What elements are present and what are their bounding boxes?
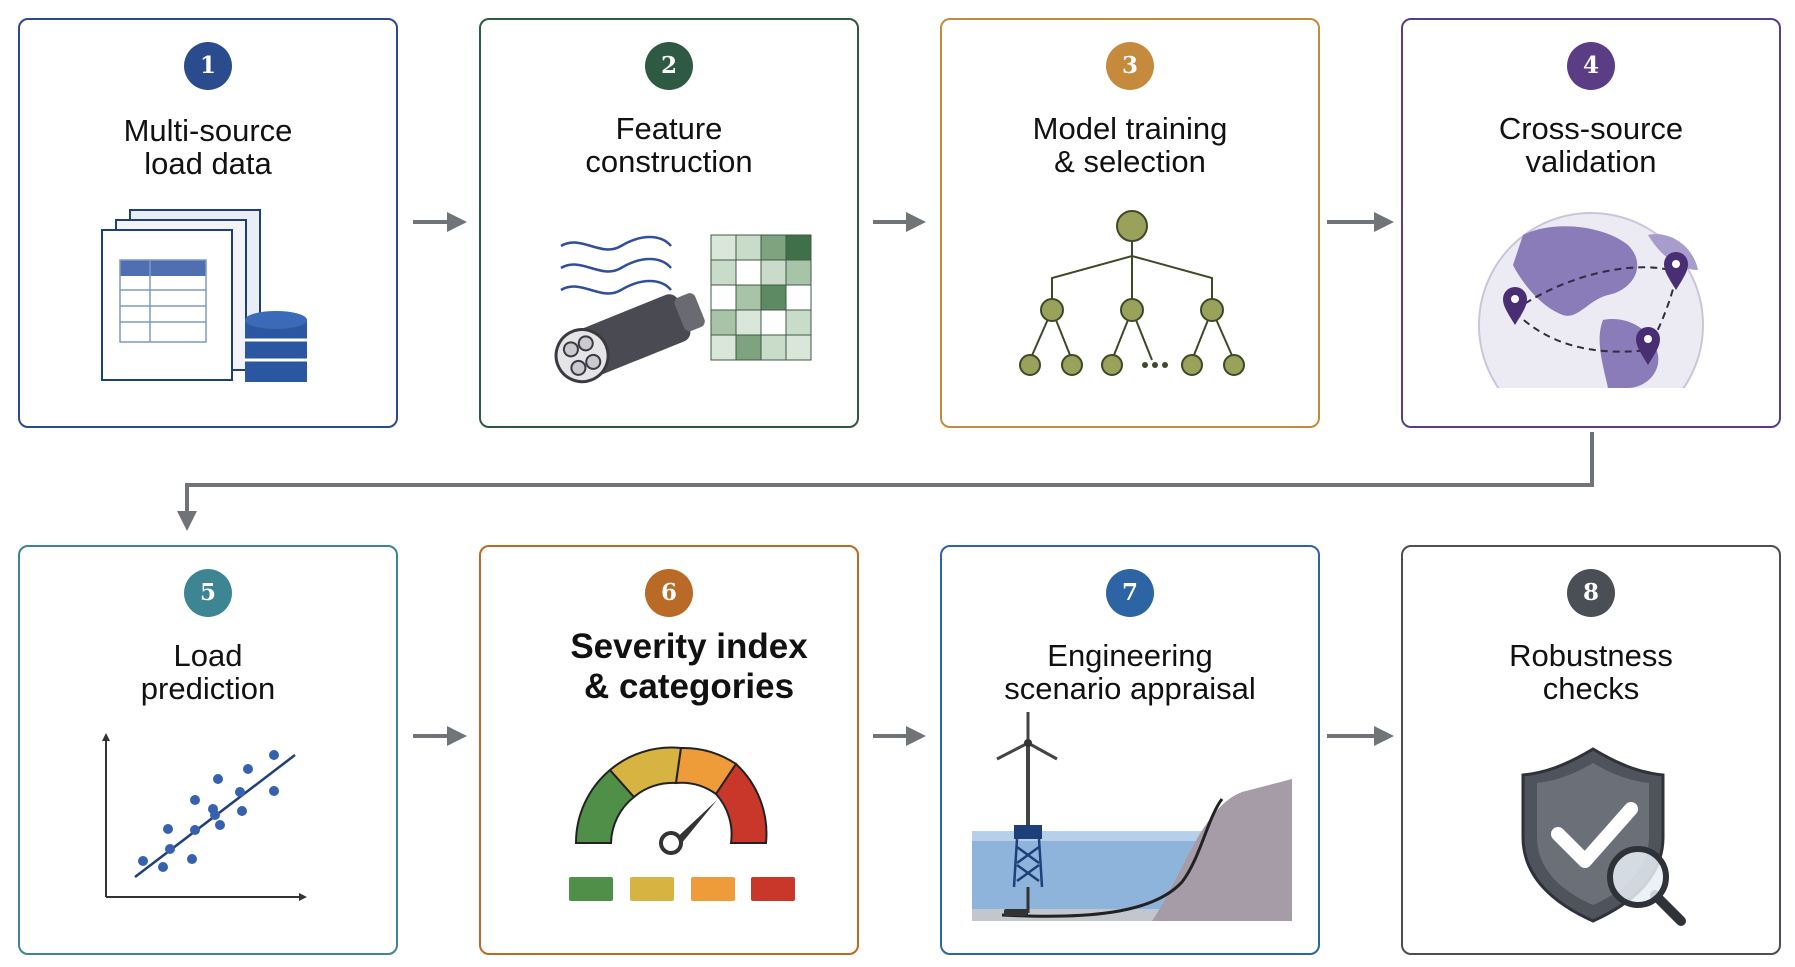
step-number-badge: 4 bbox=[1567, 42, 1615, 90]
step-title: Model training& selection bbox=[1032, 111, 1228, 179]
globe-with-location-pins-icon bbox=[1478, 212, 1704, 388]
step-number-badge: 2 bbox=[645, 42, 693, 90]
scatter-plot-with-regression-line-icon bbox=[102, 733, 307, 901]
step-number-badge: 5 bbox=[184, 569, 232, 617]
decision-tree-icon bbox=[1019, 210, 1245, 376]
step-card-3: 3 Model training& selection bbox=[940, 18, 1320, 428]
step-number-badge: 3 bbox=[1106, 42, 1154, 90]
shield-check-with-magnifier-icon bbox=[1521, 747, 1686, 926]
step-card-6: 6 Severity index& categories bbox=[479, 545, 859, 955]
spreadsheet-documents-and-database-icon bbox=[101, 209, 307, 382]
step-number-badge: 8 bbox=[1567, 569, 1615, 617]
offshore-wind-turbine-and-subsea-cable-icon bbox=[972, 712, 1292, 921]
step-number-badge: 1 bbox=[184, 42, 232, 90]
step-number-badge: 7 bbox=[1106, 569, 1154, 617]
arrow-4-to-5 bbox=[177, 432, 1594, 531]
step-number-badge: 6 bbox=[645, 569, 693, 617]
severity-gauge-icon bbox=[569, 746, 795, 901]
step-title: Severity index& categories bbox=[570, 627, 808, 706]
wind-flow-cable-and-feature-matrix-icon bbox=[554, 234, 812, 384]
